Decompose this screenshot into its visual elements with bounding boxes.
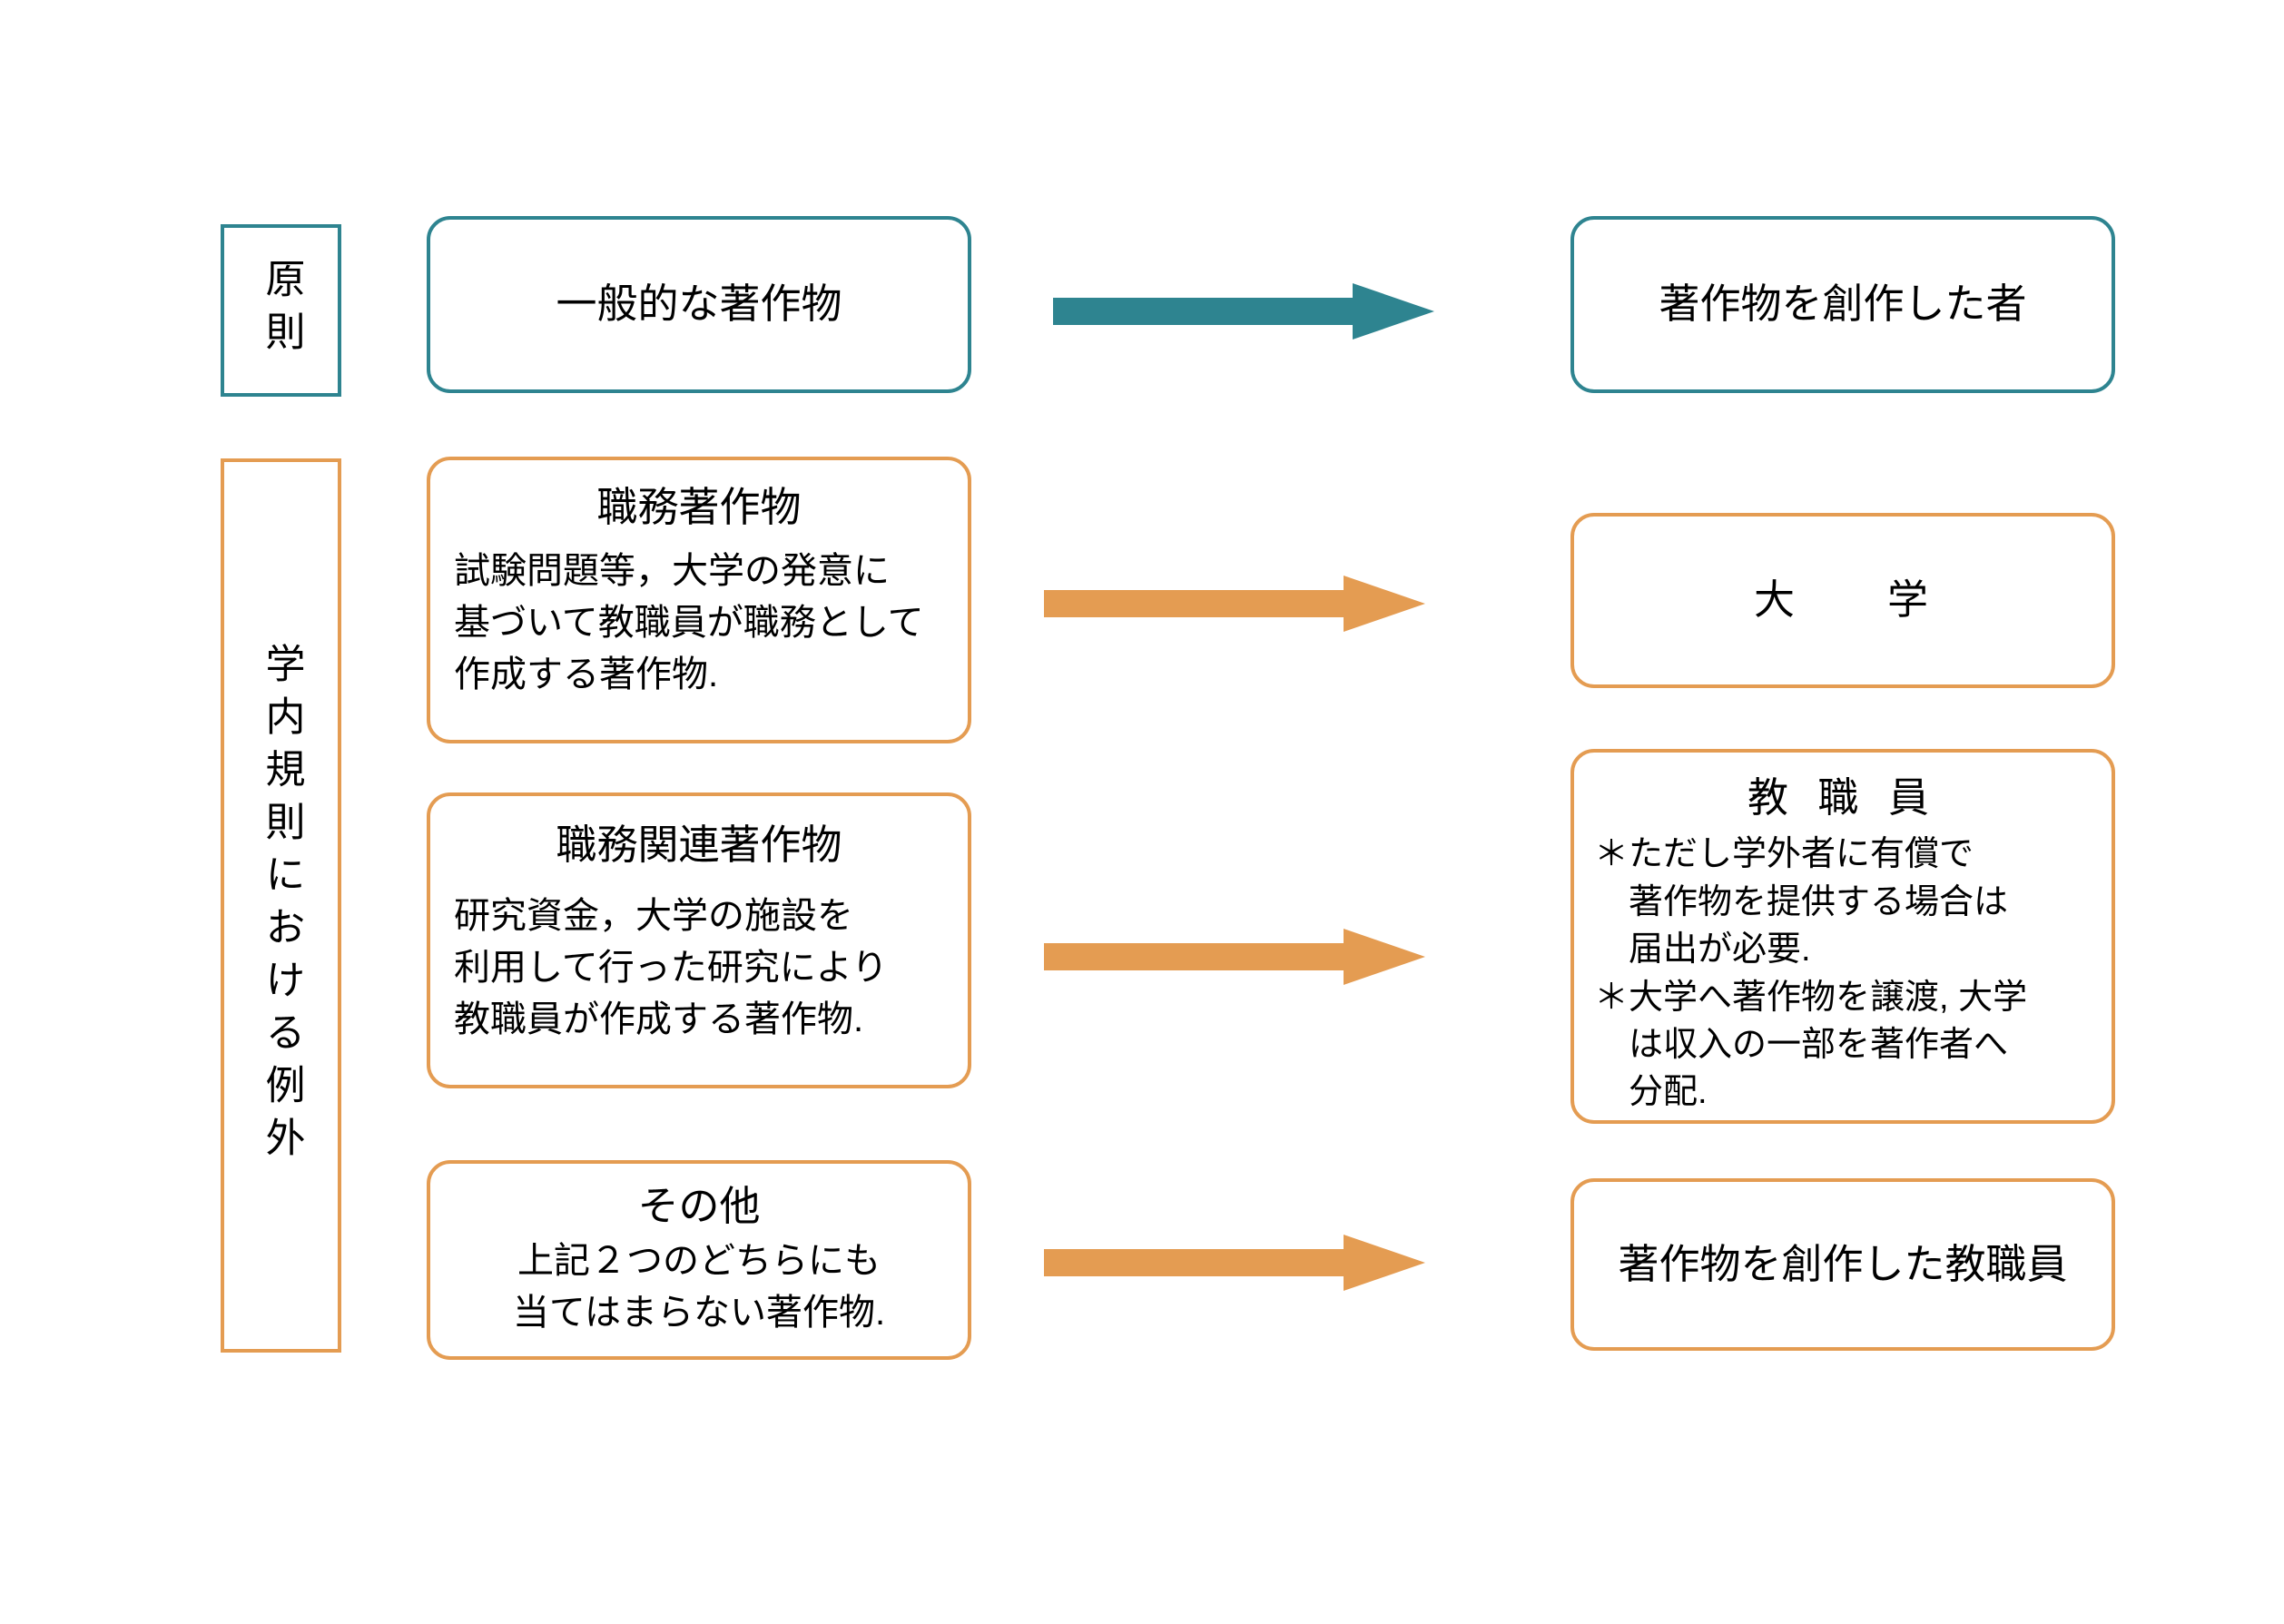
target-box-creator-faculty-staff: 著作物を創作した教職員: [1570, 1178, 2115, 1351]
arrow-right-icon: [1044, 929, 1425, 985]
source-box-work-related: 職務関連著作物 研究資金，大学の施設を 利用して行った研究により 教職員が作成す…: [427, 792, 971, 1088]
source-box-work-made-for-hire: 職務著作物 試験問題等，大学の発意に 基づいて教職員が職務として 作成する著作物…: [427, 457, 971, 743]
source-box-other-title: その他: [637, 1183, 761, 1230]
target-box-creator-title: 著作物を創作した者: [1659, 281, 2027, 328]
arrow-right-icon: [1053, 283, 1434, 340]
category-label-exception: 学内規則における例外: [221, 458, 341, 1353]
source-box-other: その他 上記２つのどちらにも 当てはまらない著作物.: [427, 1160, 971, 1360]
source-box-work-made-for-hire-body: 試験問題等，大学の発意に 基づいて教職員が職務として 作成する著作物.: [454, 551, 924, 694]
category-label-principle: 原則: [221, 224, 341, 397]
source-box-work-related-title: 職務関連著作物: [556, 822, 842, 868]
target-box-university: 大 学: [1570, 513, 2115, 688]
flow-arrow-row-2: [1044, 576, 1425, 632]
source-box-work-related-body: 研究資金，大学の施設を 利用して行った研究により 教職員が作成する著作物.: [454, 896, 888, 1039]
arrow-right-icon: [1044, 576, 1425, 632]
target-box-creator-faculty-staff-title: 著作物を創作した教職員: [1618, 1240, 2068, 1287]
arrow-right-icon: [1044, 1235, 1425, 1291]
flow-arrow-row-3: [1044, 929, 1425, 985]
flow-arrow-row-4: [1044, 1235, 1425, 1291]
category-label-principle-text: 原則: [259, 258, 304, 363]
target-box-creator: 著作物を創作した者: [1570, 216, 2115, 393]
source-box-other-body: 上記２つのどちらにも 当てはまらない著作物.: [512, 1241, 886, 1334]
target-box-faculty-staff-title: 教 職 員: [1747, 774, 1938, 821]
target-box-faculty-staff-body: ＊ただし学外者に有償で 著作物を提供する場合は 届出が必要. ＊大学へ著作物を譲…: [1594, 835, 2028, 1112]
category-label-exception-text: 学内規則における例外: [259, 642, 304, 1169]
target-box-university-title: 大 学: [1753, 576, 1932, 624]
flow-arrow-row-1: [1053, 283, 1434, 340]
target-box-faculty-staff: 教 職 員 ＊ただし学外者に有償で 著作物を提供する場合は 届出が必要. ＊大学…: [1570, 749, 2115, 1124]
source-box-general-work: 一般的な著作物: [427, 216, 971, 393]
source-box-work-made-for-hire-title: 職務著作物: [596, 484, 802, 530]
source-box-general-work-title: 一般的な著作物: [556, 281, 842, 328]
